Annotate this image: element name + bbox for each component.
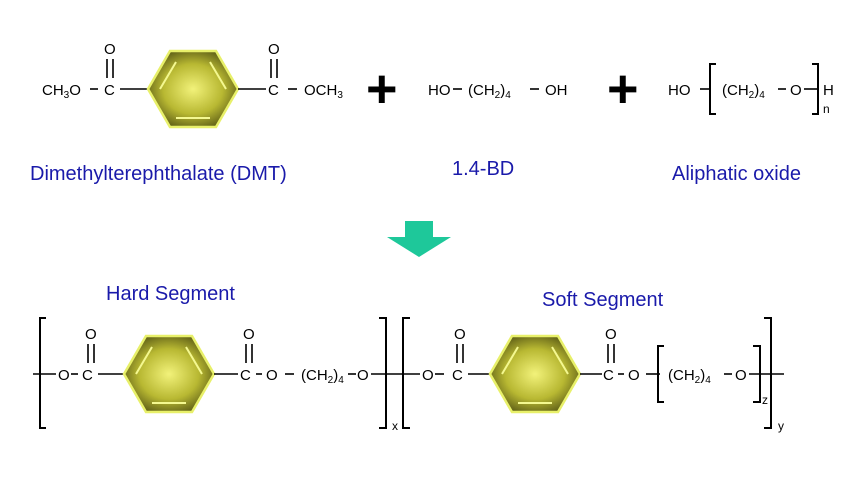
dmt-right-methoxy: OCH3	[304, 82, 343, 101]
soft-repeat-y: y	[778, 419, 784, 433]
hard-ch2-chain: (CH2)4	[301, 367, 344, 386]
oxide-ch2-chain: (CH2)4	[722, 82, 765, 101]
hard-segment: O C O C O O (CH2)4 O x	[33, 317, 402, 433]
hard-ester-o: O	[266, 367, 278, 384]
oxide-h: H	[823, 82, 834, 99]
bd-ho: HO	[428, 82, 451, 99]
aliphatic-oxide-molecule: HO (CH2)4 O H n	[668, 63, 834, 116]
soft-repeat-z: z	[762, 393, 768, 407]
oxide-repeat-n: n	[823, 102, 830, 116]
dmt-left-carbonyl-o: O	[104, 41, 116, 58]
dmt-right-carbonyl-o: O	[268, 41, 280, 58]
oxide-ho: HO	[668, 82, 691, 99]
hard-repeat-x: x	[392, 419, 398, 433]
oxide-right-bracket	[812, 63, 819, 115]
hard-carbonyl-o-right: O	[243, 326, 255, 343]
soft-benzene-ring	[488, 334, 582, 414]
bd-ch2-chain: (CH2)4	[468, 82, 511, 101]
oxide-caption: Aliphatic oxide	[672, 163, 801, 185]
soft-segment-label: Soft Segment	[542, 289, 664, 311]
soft-outer-right-bracket	[764, 317, 772, 429]
bd-caption: 1.4-BD	[452, 158, 514, 180]
dmt-left-carbonyl-c: C	[104, 82, 115, 99]
soft-c-left: C	[452, 367, 463, 384]
plus-sign-2: +	[607, 59, 639, 119]
soft-ester-o: O	[628, 367, 640, 384]
dmt-left-methyl: CH3O	[42, 82, 81, 101]
soft-o-left: O	[422, 367, 434, 384]
hard-c-right: C	[240, 367, 251, 384]
soft-carbonyl-o-left: O	[454, 326, 466, 343]
hard-segment-label: Hard Segment	[106, 283, 235, 305]
butanediol-molecule: HO (CH2)4 OH	[428, 82, 568, 101]
dmt-caption: Dimethylterephthalate (DMT)	[30, 163, 287, 185]
dmt-right-carbonyl-c: C	[268, 82, 279, 99]
soft-segment: O C O C O O (CH2)4 O z y	[402, 317, 784, 433]
oxide-o: O	[790, 82, 802, 99]
dmt-molecule: CH3O C O C O OCH3	[42, 41, 343, 129]
hard-c-left: C	[82, 367, 93, 384]
oxide-left-bracket	[709, 63, 716, 115]
soft-ch2-chain: (CH2)4	[668, 367, 711, 386]
hard-benzene-ring	[122, 334, 216, 414]
hard-carbonyl-o-left: O	[85, 326, 97, 343]
hard-left-bracket	[39, 317, 46, 429]
bd-oh: OH	[545, 82, 568, 99]
dmt-benzene-ring	[146, 49, 240, 129]
soft-outer-left-bracket	[402, 317, 410, 429]
soft-inner-right-bracket	[753, 345, 761, 403]
hard-o-end: O	[357, 367, 369, 384]
hard-o-left: O	[58, 367, 70, 384]
soft-carbonyl-o-right: O	[605, 326, 617, 343]
soft-inner-left-bracket	[657, 345, 664, 403]
reaction-arrow-icon	[387, 221, 451, 257]
soft-c-right: C	[603, 367, 614, 384]
soft-o-end: O	[735, 367, 747, 384]
hard-right-bracket	[379, 317, 387, 429]
plus-sign-1: +	[366, 59, 398, 119]
